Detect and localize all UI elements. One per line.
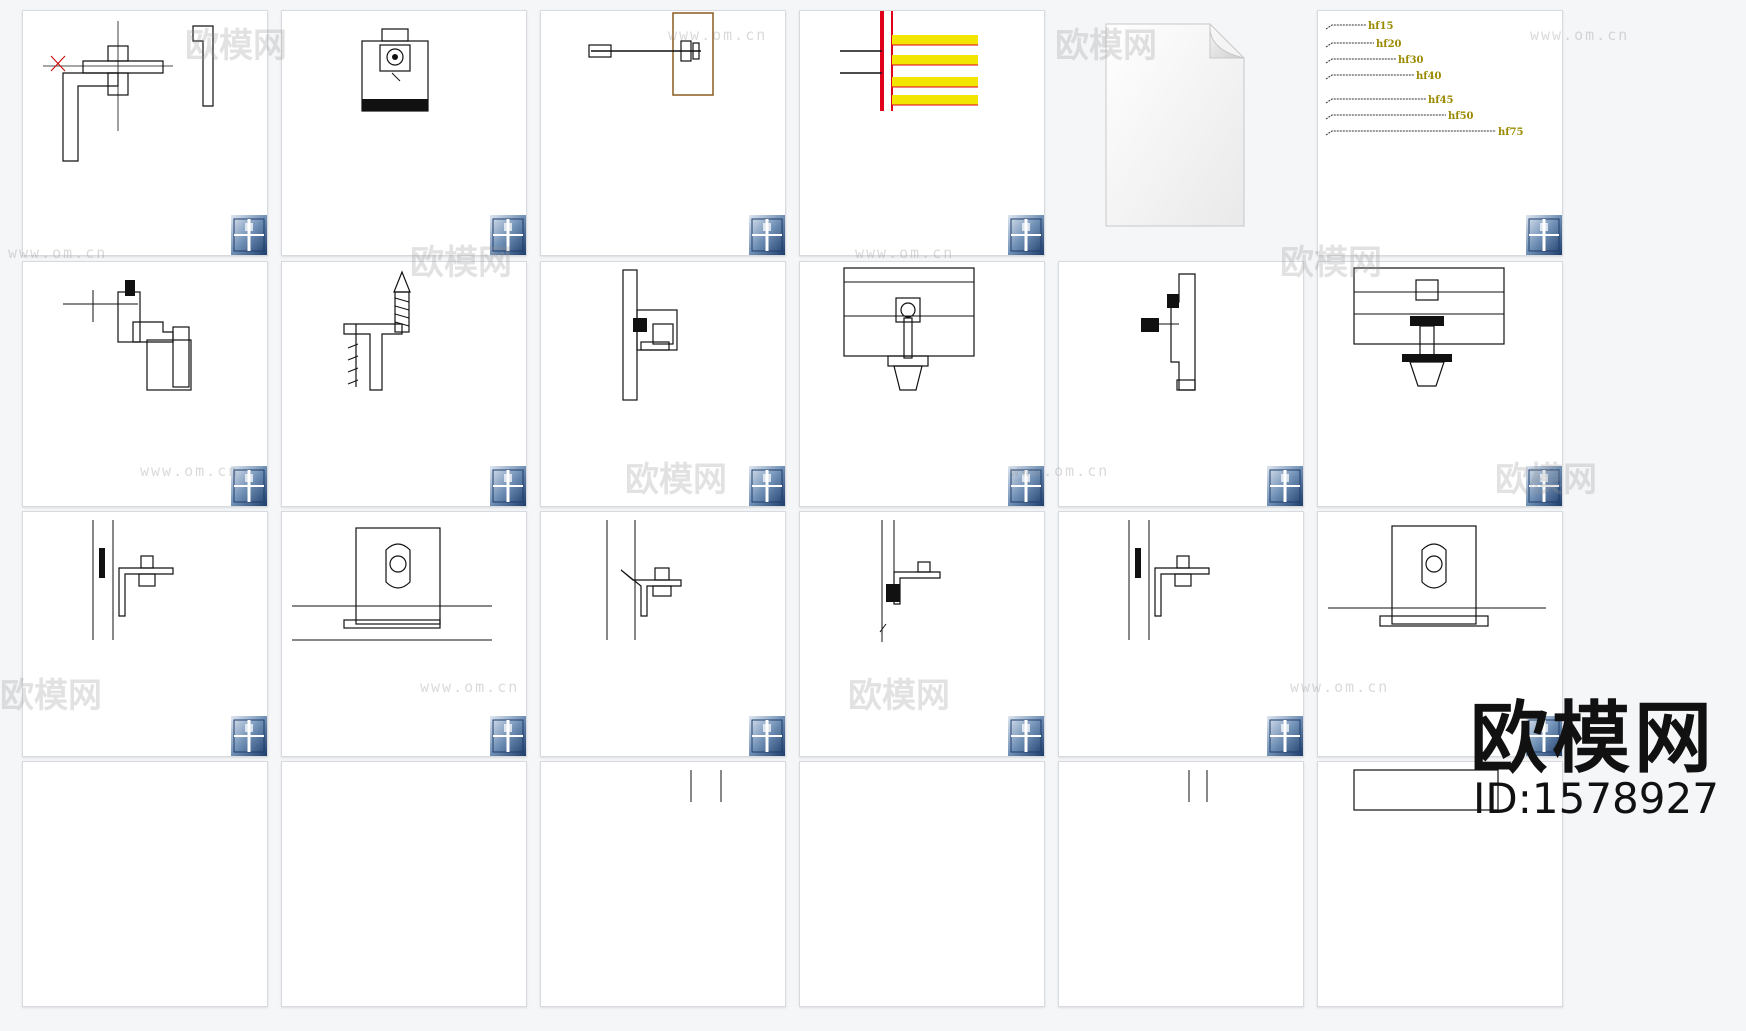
file-thumbnail-tile[interactable]: 不锈钢挂件2	[259, 501, 547, 781]
file-thumbnail-tile[interactable]: 蝶型挂件1	[1036, 501, 1324, 781]
dwg-file-icon	[490, 466, 526, 506]
dwg-file-icon	[1008, 215, 1044, 255]
cad-drawing	[1141, 273, 1196, 391]
file-thumbnail-tile[interactable]	[518, 751, 806, 1031]
file-thumbnail-tile[interactable]: 背栓横向限位块	[259, 251, 547, 531]
cad-drawing	[690, 770, 722, 802]
thumbnail-image[interactable]	[540, 761, 786, 1007]
file-thumbnail-tile[interactable]: 不锈钢挂件底部收口	[777, 501, 1065, 781]
thumbnail-image[interactable]	[540, 261, 786, 507]
dwg-file-icon	[1267, 466, 1303, 506]
thumbnail-image[interactable]	[281, 511, 527, 757]
dwg-file-icon	[1008, 466, 1044, 506]
weld-symbol-label: hf15	[1368, 21, 1394, 32]
watermark-id: ID:1578927	[1473, 774, 1719, 823]
file-thumbnail-tile[interactable]: 背栓式组件1	[518, 251, 806, 531]
file-thumbnail-tile[interactable]: 背栓式组件2	[1036, 251, 1324, 531]
thumbnail-image[interactable]	[22, 261, 268, 507]
thumbnail-image[interactable]	[1058, 261, 1304, 507]
cad-drawing	[343, 270, 411, 391]
thumbnail-image[interactable]	[799, 261, 1045, 507]
thumbnail-image[interactable]	[1317, 511, 1563, 757]
cad-drawing: hf15 hf20 hf30 hf40 hf45 hf50 hf75	[1325, 21, 1524, 138]
thumbnail-image[interactable]	[1058, 10, 1302, 254]
cad-drawing	[606, 520, 682, 640]
cad-drawing	[63, 280, 192, 391]
thumbnail-image[interactable]	[799, 10, 1045, 256]
file-thumbnail-tile[interactable]: G_干挂件(中部)	[0, 0, 288, 280]
weld-symbol-label: hf40	[1416, 71, 1442, 82]
cad-drawing	[1353, 769, 1499, 811]
thumbnail-image[interactable]	[540, 511, 786, 757]
file-thumbnail-tile[interactable]	[777, 751, 1065, 1031]
file-thumbnail-tile[interactable]: 背栓	[0, 251, 288, 531]
file-thumbnail-tile[interactable]: 背栓式组件2a	[1295, 251, 1583, 531]
file-thumbnail-tile[interactable]: G_干挂角码	[518, 0, 806, 280]
cad-drawing	[282, 762, 526, 1006]
cad-drawing	[92, 520, 174, 640]
dwg-file-icon	[749, 716, 785, 756]
watermark-logo: 欧模网	[1470, 694, 1717, 784]
dwg-file-icon	[490, 215, 526, 255]
dwg-file-icon	[1526, 215, 1562, 255]
cad-drawing	[800, 762, 1044, 1006]
file-thumbnail-tile[interactable]: 蝶型挂件2	[1295, 501, 1583, 781]
dwg-file-icon	[749, 215, 785, 255]
cad-drawing	[622, 269, 678, 401]
file-thumbnail-tile[interactable]: H_焊接符号.bak	[1036, 0, 1324, 280]
weld-symbol-label: hf20	[1376, 39, 1402, 50]
dwg-file-icon	[1526, 716, 1562, 756]
weld-symbol-label: hf50	[1448, 111, 1474, 122]
cad-drawing	[1353, 267, 1505, 387]
thumbnail-image[interactable]	[281, 261, 527, 507]
dwg-file-icon	[1267, 716, 1303, 756]
cad-drawing	[843, 267, 975, 391]
thumbnail-image[interactable]	[799, 511, 1045, 757]
cad-drawing	[43, 21, 214, 162]
thumbnail-image[interactable]	[22, 761, 268, 1007]
thumbnail-image[interactable]	[1058, 761, 1304, 1007]
thumbnail-image[interactable]	[799, 761, 1045, 1007]
cad-drawing	[588, 12, 714, 96]
file-thumbnail-tile[interactable]	[1036, 751, 1324, 1031]
file-thumbnail-tile[interactable]: 不锈钢挂件3	[518, 501, 806, 781]
cad-drawing	[840, 11, 978, 111]
dwg-file-icon	[490, 716, 526, 756]
thumbnail-image[interactable]	[281, 761, 527, 1007]
cad-drawing	[361, 28, 429, 112]
file-thumbnail-tile[interactable]: 背栓式组件1a	[777, 251, 1065, 531]
cad-drawing	[23, 762, 267, 1006]
thumbnail-image[interactable]	[281, 10, 527, 256]
dwg-file-icon	[231, 466, 267, 506]
cad-drawing	[1188, 770, 1208, 802]
dwg-file-icon	[1526, 466, 1562, 506]
thumbnail-image[interactable]	[1317, 261, 1563, 507]
file-thumbnail-tile[interactable]: 不锈钢挂件1	[0, 501, 288, 781]
cad-drawing	[879, 520, 941, 642]
cad-drawing	[292, 527, 492, 641]
weld-symbol-label: hf75	[1498, 127, 1524, 138]
weld-symbol-label: hf30	[1398, 55, 1424, 66]
file-thumbnail-tile[interactable]: G_化学螺栓	[777, 0, 1065, 280]
thumbnail-image[interactable]	[540, 10, 786, 256]
file-thumbnail-tile[interactable]	[0, 751, 288, 1031]
blank-document-icon	[1105, 23, 1245, 227]
cad-drawing	[1328, 525, 1546, 627]
thumbnail-image[interactable]	[22, 10, 268, 256]
weld-symbol-label: hf45	[1428, 95, 1454, 106]
file-thumbnail-tile[interactable]	[259, 751, 547, 1031]
dwg-file-icon	[1008, 716, 1044, 756]
dwg-file-icon	[231, 215, 267, 255]
dwg-file-icon	[231, 716, 267, 756]
dwg-file-icon	[749, 466, 785, 506]
cad-drawing	[1128, 520, 1210, 640]
thumbnail-image[interactable]: hf15 hf20 hf30 hf40 hf45 hf50 hf75	[1317, 10, 1563, 256]
file-thumbnail-tile[interactable]: G_干挂件	[259, 0, 547, 280]
thumbnail-image[interactable]	[1058, 511, 1304, 757]
thumbnail-image[interactable]	[22, 511, 268, 757]
